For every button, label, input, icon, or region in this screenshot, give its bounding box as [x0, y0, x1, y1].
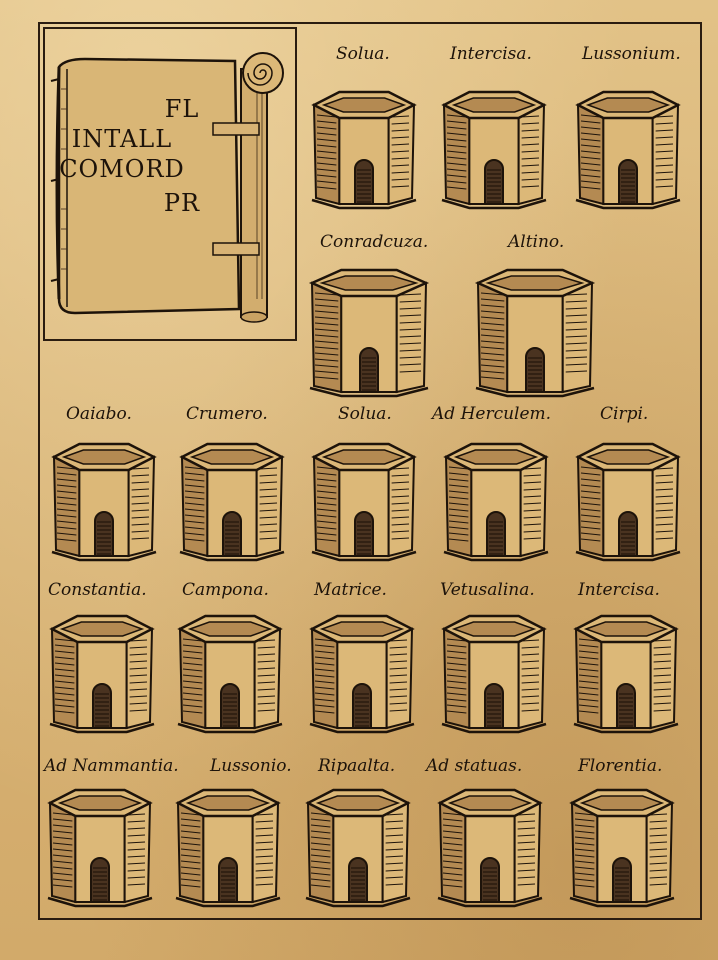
tower-icon	[438, 608, 550, 740]
tower-label: Altino.	[508, 232, 565, 252]
book-emblem: FL INTALL COMORD PR	[43, 27, 297, 341]
tower-icon	[306, 608, 418, 740]
tower-label: Constantia.	[48, 580, 147, 600]
tower-label: Solua.	[336, 44, 390, 64]
tower-icon	[308, 84, 420, 216]
book-text-line-4: PR	[163, 189, 201, 217]
tower-label: Ripaalta.	[318, 756, 396, 776]
book-scroll-icon	[50, 52, 284, 323]
tower-label: Campona.	[182, 580, 269, 600]
tower-icon	[472, 262, 598, 404]
tower-icon	[308, 436, 420, 568]
book-text-line-2: INTALL	[71, 125, 173, 153]
tower-label: Conradcuza.	[320, 232, 429, 252]
tower-icon	[572, 84, 684, 216]
tower-icon	[572, 436, 684, 568]
tower-icon	[176, 436, 288, 568]
tower-label: Cirpi.	[600, 404, 649, 424]
tower-icon	[570, 608, 682, 740]
tower-icon	[566, 782, 678, 914]
tower-label: Ad statuas.	[426, 756, 523, 776]
tower-icon	[440, 436, 552, 568]
tower-label: Crumero.	[186, 404, 268, 424]
tower-icon	[434, 782, 546, 914]
tower-icon	[438, 84, 550, 216]
book-text-line-3: COMORD	[59, 155, 185, 183]
tower-label: Ad Herculem.	[432, 404, 552, 424]
tower-label: Intercisa.	[450, 44, 532, 64]
tower-label: Oaiabo.	[66, 404, 132, 424]
tower-label: Ad Nammantia.	[44, 756, 179, 776]
tower-label: Matrice.	[314, 580, 387, 600]
tower-icon	[46, 608, 158, 740]
tower-label: Solua.	[338, 404, 392, 424]
book-text-line-1: FL	[164, 95, 200, 123]
tower-label: Lussonium.	[582, 44, 681, 64]
tower-label: Lussonio.	[210, 756, 292, 776]
tower-icon	[172, 782, 284, 914]
tower-icon	[174, 608, 286, 740]
tower-icon	[48, 436, 160, 568]
tower-icon	[44, 782, 156, 914]
tower-icon	[302, 782, 414, 914]
tower-label: Vetusalina.	[440, 580, 535, 600]
outer-frame	[38, 22, 702, 920]
tower-label: Intercisa.	[578, 580, 660, 600]
tower-label: Florentia.	[578, 756, 663, 776]
tower-icon	[306, 262, 432, 404]
